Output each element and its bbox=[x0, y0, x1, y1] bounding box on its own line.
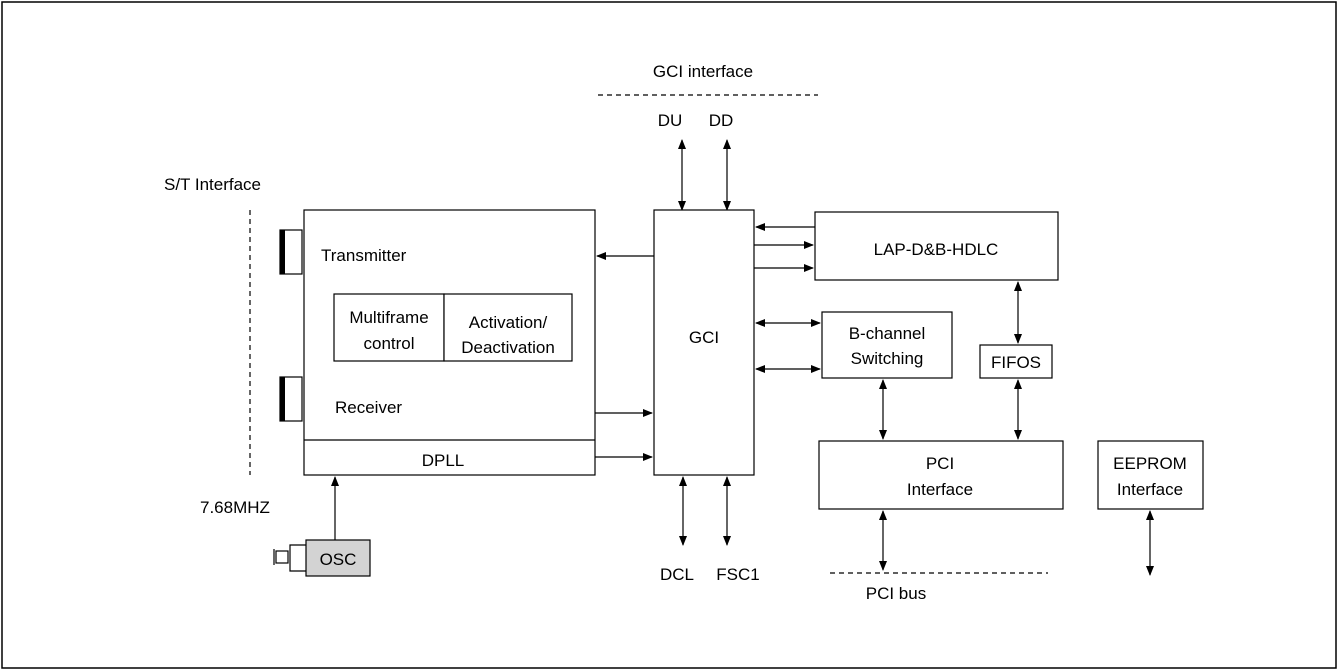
b-channel-switching-block bbox=[821, 311, 953, 379]
frequency-label: 7.68MHZ bbox=[200, 498, 270, 517]
crystal-icon bbox=[273, 544, 306, 572]
pci-bus-label: PCI bus bbox=[866, 584, 926, 603]
dd-label: DD bbox=[709, 111, 734, 130]
activation-label-line1: Activation/ bbox=[469, 313, 548, 332]
receiver-pin-bar bbox=[280, 377, 285, 421]
multiframe-control-box bbox=[333, 293, 445, 362]
osc-block bbox=[305, 539, 371, 577]
activation-box bbox=[443, 293, 573, 362]
transmitter-label: Transmitter bbox=[321, 246, 407, 265]
lapd-hdlc-label: LAP-D&B-HDLC bbox=[874, 240, 999, 259]
gci-label: GCI bbox=[689, 328, 719, 347]
dcl-label: DCL bbox=[660, 565, 694, 584]
gci-interface-label: GCI interface bbox=[653, 62, 753, 81]
du-label: DU bbox=[658, 111, 683, 130]
multiframe-label-line2: control bbox=[363, 334, 414, 353]
lapd-hdlc-block bbox=[814, 211, 1059, 281]
eeprom-label-line2: Interface bbox=[1117, 480, 1183, 499]
pci-label-line2: Interface bbox=[907, 480, 973, 499]
eeprom-interface-block bbox=[1097, 440, 1204, 510]
b-channel-label-line2: Switching bbox=[851, 349, 924, 368]
fifos-label: FIFOS bbox=[991, 353, 1041, 372]
activation-label-line2: Deactivation bbox=[461, 338, 555, 357]
pci-label-line1: PCI bbox=[926, 454, 954, 473]
receiver-label: Receiver bbox=[335, 398, 402, 417]
eeprom-label-line1: EEPROM bbox=[1113, 454, 1187, 473]
osc-label: OSC bbox=[320, 550, 357, 569]
transmitter-pin-bar bbox=[280, 230, 285, 274]
st-interface-label: S/T Interface bbox=[164, 175, 261, 194]
b-channel-label-line1: B-channel bbox=[849, 324, 926, 343]
fifos-block bbox=[979, 344, 1053, 379]
fsc1-label: FSC1 bbox=[716, 565, 759, 584]
pci-interface-block bbox=[818, 440, 1064, 510]
dpll-label: DPLL bbox=[422, 451, 465, 470]
gci-block bbox=[653, 209, 755, 476]
multiframe-label-line1: Multiframe bbox=[349, 308, 428, 327]
